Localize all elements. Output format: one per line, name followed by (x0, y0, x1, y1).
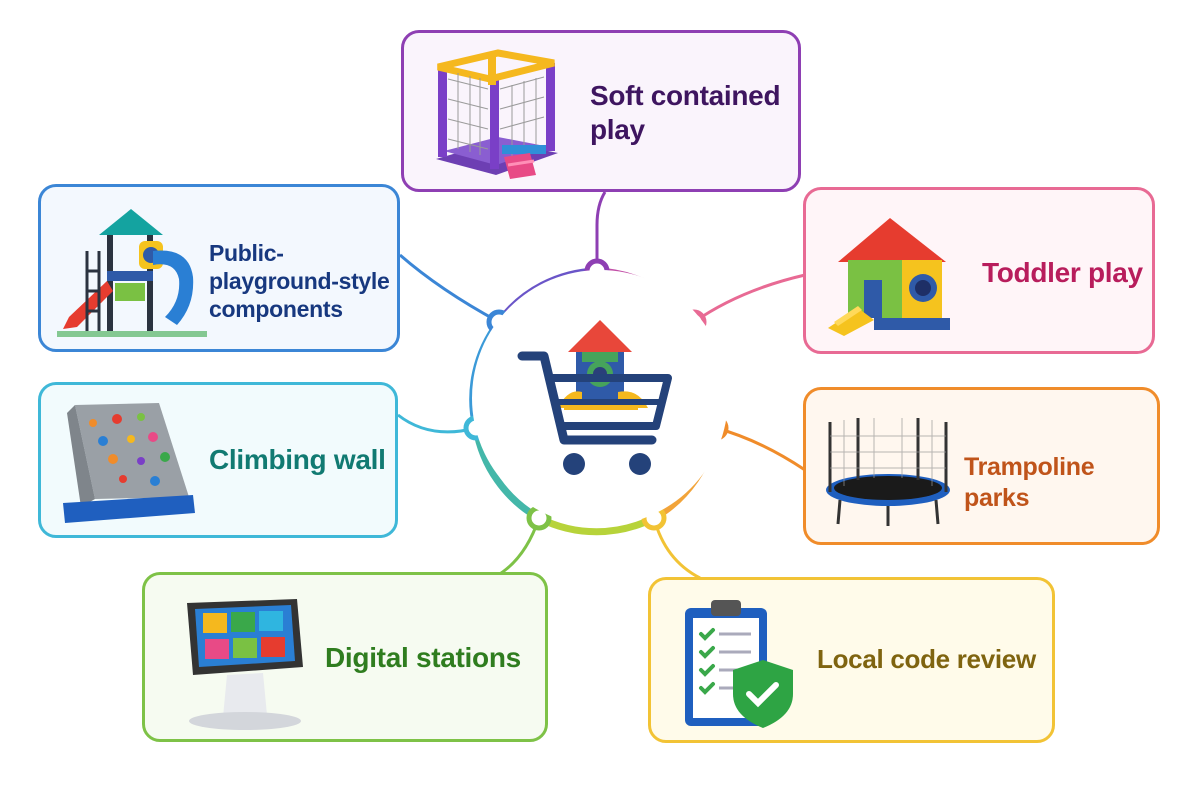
connector-soft-play (595, 191, 607, 271)
hub (472, 270, 728, 526)
node-trampoline: Trampoline parks (803, 387, 1160, 545)
climbing-wall-icon (59, 399, 199, 534)
touchscreen-kiosk-icon (177, 595, 307, 736)
node-label: Soft contained play (590, 80, 781, 146)
shopping-cart-with-playground-icon (517, 320, 672, 475)
playground-structure-icon (55, 201, 215, 346)
connector-playground (399, 253, 500, 324)
node-soft-play: Soft contained play (401, 30, 801, 192)
node-code-review: Local code review (648, 577, 1055, 743)
node-label: Climbing wall (209, 444, 386, 475)
trampoline-icon (820, 410, 956, 533)
clipboard-checklist-icon (681, 594, 801, 739)
node-toddler-play: Toddler play (803, 187, 1155, 354)
node-label: Trampoline parks (964, 453, 1095, 512)
toddler-playhouse-icon (828, 210, 958, 343)
soft-play-structure-icon (426, 49, 566, 184)
node-playground: Public-playground-style components (38, 184, 400, 352)
connector-trampoline (715, 426, 806, 472)
node-label: Toddler play (982, 257, 1143, 288)
connector-toddler-play (693, 273, 806, 324)
node-climbing: Climbing wall (38, 382, 398, 538)
node-label: Public-playground-style components (209, 240, 390, 323)
node-digital: Digital stations (142, 572, 548, 742)
node-label: Digital stations (325, 642, 521, 673)
node-label: Local code review (817, 644, 1036, 674)
